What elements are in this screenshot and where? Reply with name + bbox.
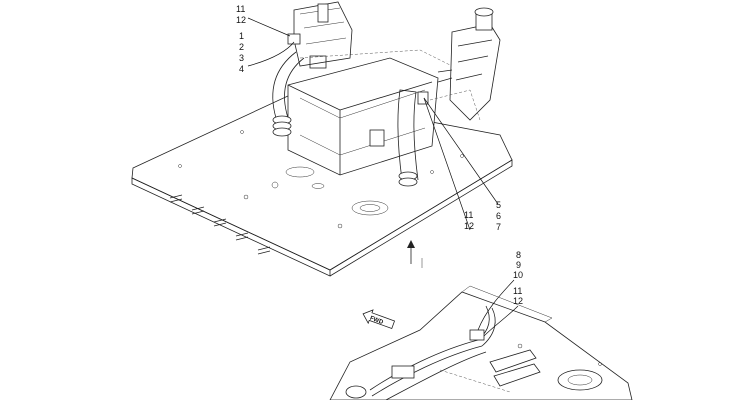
callout-5: 5 bbox=[496, 200, 501, 210]
callout-6: 6 bbox=[496, 211, 501, 221]
fwd-arrow: FWD bbox=[362, 309, 396, 330]
callouts-bottom: 8 9 10 11 12 bbox=[513, 250, 523, 306]
callout-9: 9 bbox=[516, 260, 521, 270]
fwd-label: FWD bbox=[369, 316, 385, 327]
callout-12: 12 bbox=[513, 296, 523, 306]
lower-assembly bbox=[329, 285, 633, 401]
callouts-right: 5 6 7 bbox=[496, 200, 501, 232]
plate-bolts bbox=[169, 194, 271, 255]
callout-12: 12 bbox=[464, 221, 474, 231]
right-pedestal-assembly bbox=[397, 7, 501, 187]
direction-arrow bbox=[407, 240, 423, 268]
callout-7: 7 bbox=[496, 222, 501, 232]
clamp-upper-left bbox=[287, 33, 301, 45]
callout-8: 8 bbox=[516, 250, 521, 260]
callout-2: 2 bbox=[239, 42, 244, 52]
clamp-lower bbox=[469, 329, 485, 341]
callout-10: 10 bbox=[513, 270, 523, 280]
callout-4: 4 bbox=[239, 64, 244, 74]
seat-base bbox=[287, 49, 461, 176]
callout-1: 1 bbox=[239, 31, 244, 41]
clamp-right bbox=[417, 91, 429, 105]
callout-3: 3 bbox=[239, 53, 244, 63]
callouts-mid: 11 12 bbox=[464, 210, 474, 231]
leader-lines-upper bbox=[247, 17, 499, 231]
callout-11: 11 bbox=[236, 4, 245, 14]
callouts-top-left: 11 12 1 2 3 4 bbox=[236, 4, 246, 74]
callout-12: 12 bbox=[236, 15, 246, 25]
left-hose-assembly bbox=[272, 1, 353, 137]
callout-11: 11 bbox=[513, 286, 522, 296]
leader-lines-lower bbox=[477, 279, 519, 337]
callout-11: 11 bbox=[464, 210, 473, 220]
